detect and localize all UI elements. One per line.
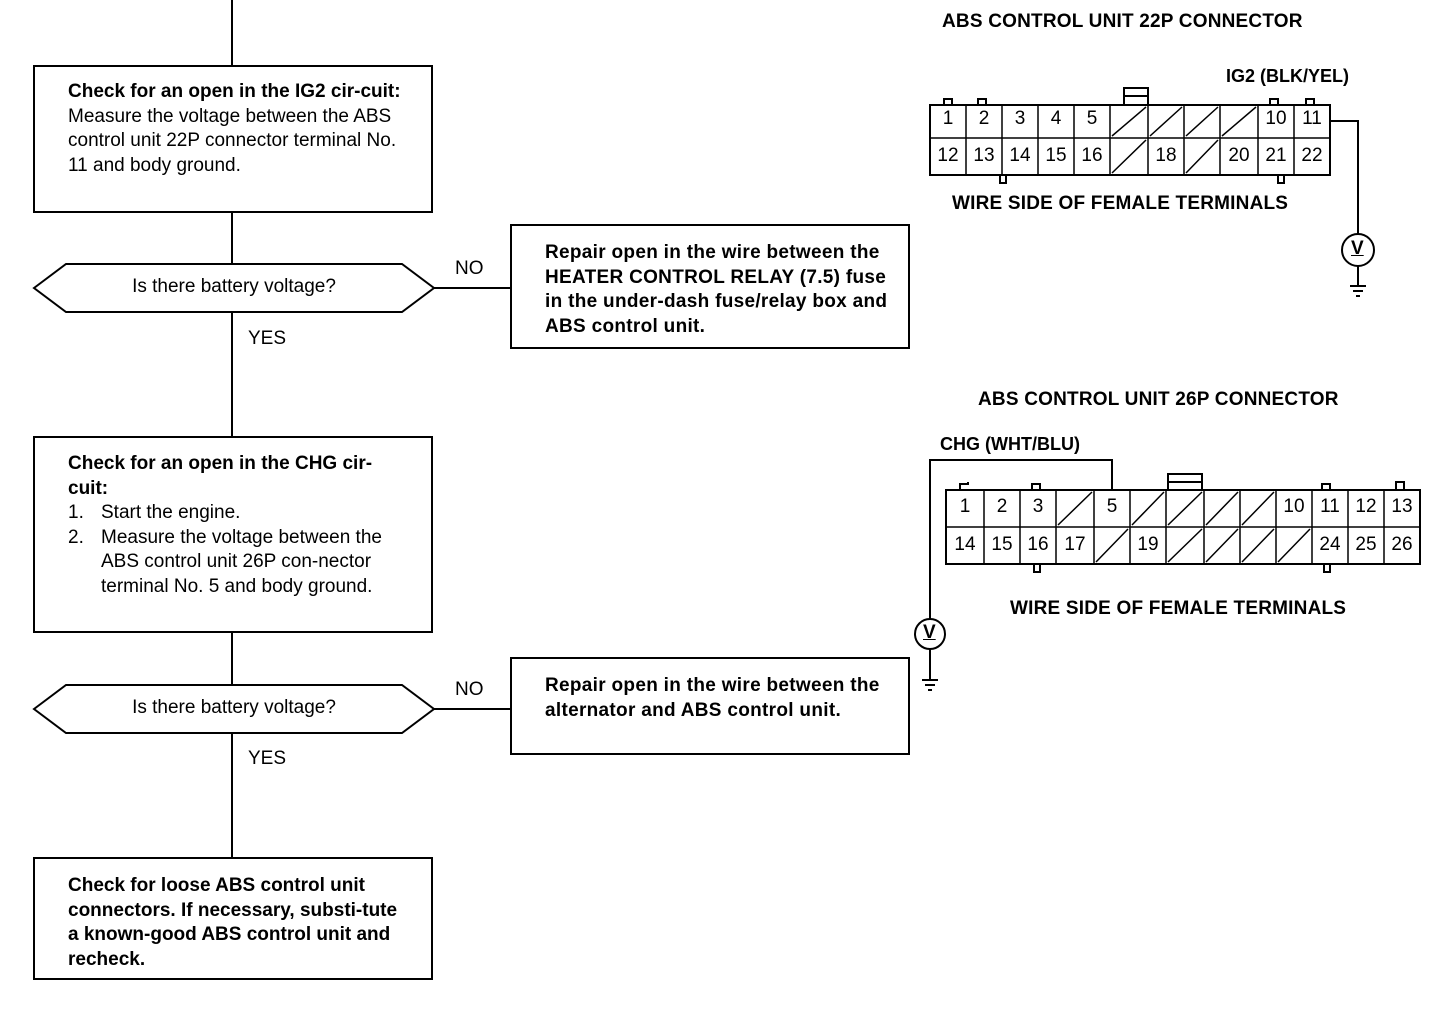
connector22-pin-4: 4 (1050, 108, 1062, 129)
connector26-pin-2: 2 (996, 496, 1008, 517)
connector22-footer: WIRE SIDE OF FEMALE TERMINALS (952, 193, 1289, 214)
connector26-pin-5: 5 (1106, 496, 1118, 517)
decision1-text: Is there battery voltage? (132, 276, 336, 297)
step2-item1: 1. Start the engine. (68, 501, 411, 526)
connector22-pin-2: 2 (978, 108, 990, 129)
connector26-pin-12: 12 (1355, 496, 1377, 517)
step2-title: Check for an open in the CHG cir-cuit: (68, 453, 373, 499)
connector22-pin-10: 10 (1265, 108, 1287, 129)
connector22-pin-20: 20 (1228, 145, 1250, 166)
connector26-pin-24: 24 (1319, 534, 1341, 555)
connector22-pin-1: 1 (942, 108, 954, 129)
connector26-pin-10: 10 (1283, 496, 1305, 517)
connector26-title: ABS CONTROL UNIT 26P CONNECTOR (978, 389, 1339, 410)
connector-26p-drawing (914, 459, 1421, 691)
step2-item2: 2. Measure the voltage between the ABS c… (68, 526, 411, 600)
step2-item1-num: 1. (68, 502, 84, 523)
yes1-label: YES (248, 328, 287, 349)
step1-title: Check for an open in the IG2 cir-cuit: (68, 81, 401, 102)
connector22-pin-22: 22 (1301, 145, 1323, 166)
step2-box: Check for an open in the CHG cir-cuit: 1… (33, 436, 433, 633)
connector22-pin-11: 11 (1302, 108, 1322, 129)
connector22-pin-3: 3 (1014, 108, 1026, 129)
connector22-meter-label: V (1351, 238, 1364, 259)
connector26-pin-26: 26 (1391, 534, 1413, 555)
connector26-pin-1: 1 (959, 496, 971, 517)
connector26-footer: WIRE SIDE OF FEMALE TERMINALS (1010, 598, 1347, 619)
connector26-wire-label: CHG (WHT/BLU) (940, 434, 1080, 454)
connector22-title: ABS CONTROL UNIT 22P CONNECTOR (942, 11, 1303, 32)
connector22-pin-21: 21 (1265, 145, 1287, 166)
connector26-pin-17: 17 (1064, 534, 1086, 555)
step2-item1-text: Start the engine. (101, 502, 241, 523)
connector26-pin-19: 19 (1137, 534, 1159, 555)
connector22-pin-5: 5 (1086, 108, 1098, 129)
repair2-box: Repair open in the wire between the alte… (510, 657, 910, 755)
connector26-pin-3: 3 (1032, 496, 1044, 517)
step1-body: Measure the voltage between the ABS cont… (68, 105, 397, 176)
decision2-text: Is there battery voltage? (132, 697, 336, 718)
connector26-pin-16: 16 (1027, 534, 1049, 555)
connector22-wire-label: IG2 (BLK/YEL) (1226, 66, 1350, 86)
connector22-pin-18: 18 (1155, 145, 1177, 166)
connector26-pin-13: 13 (1391, 496, 1413, 517)
connector-22p-drawing (929, 87, 1375, 297)
no1-label: NO (455, 258, 484, 279)
step1-box: Check for an open in the IG2 cir-cuit: M… (33, 65, 433, 213)
connector22-pin-12: 12 (937, 145, 959, 166)
connector22-pin-15: 15 (1045, 145, 1067, 166)
yes2-label: YES (248, 748, 287, 769)
connector26-pin-11: 11 (1320, 496, 1340, 517)
connector22-pin-16: 16 (1081, 145, 1103, 166)
repair1-box: Repair open in the wire between the HEAT… (510, 224, 910, 349)
connector22-pin-13: 13 (973, 145, 995, 166)
step2-item2-text: Measure the voltage between the ABS cont… (101, 526, 382, 597)
final-text: Check for loose ABS control unit connect… (68, 875, 398, 970)
connector26-pin-25: 25 (1355, 534, 1377, 555)
connector22-pin-14: 14 (1009, 145, 1031, 166)
no2-label: NO (455, 679, 484, 700)
connector26-pin-15: 15 (991, 534, 1013, 555)
repair2-text: Repair open in the wire between the alte… (545, 675, 880, 721)
step2-item2-num: 2. (68, 526, 84, 548)
connector26-meter-label: V (923, 622, 936, 643)
repair1-text: Repair open in the wire between the HEAT… (545, 242, 888, 337)
final-box: Check for loose ABS control unit connect… (33, 857, 433, 980)
connector26-pin-14: 14 (954, 534, 976, 555)
